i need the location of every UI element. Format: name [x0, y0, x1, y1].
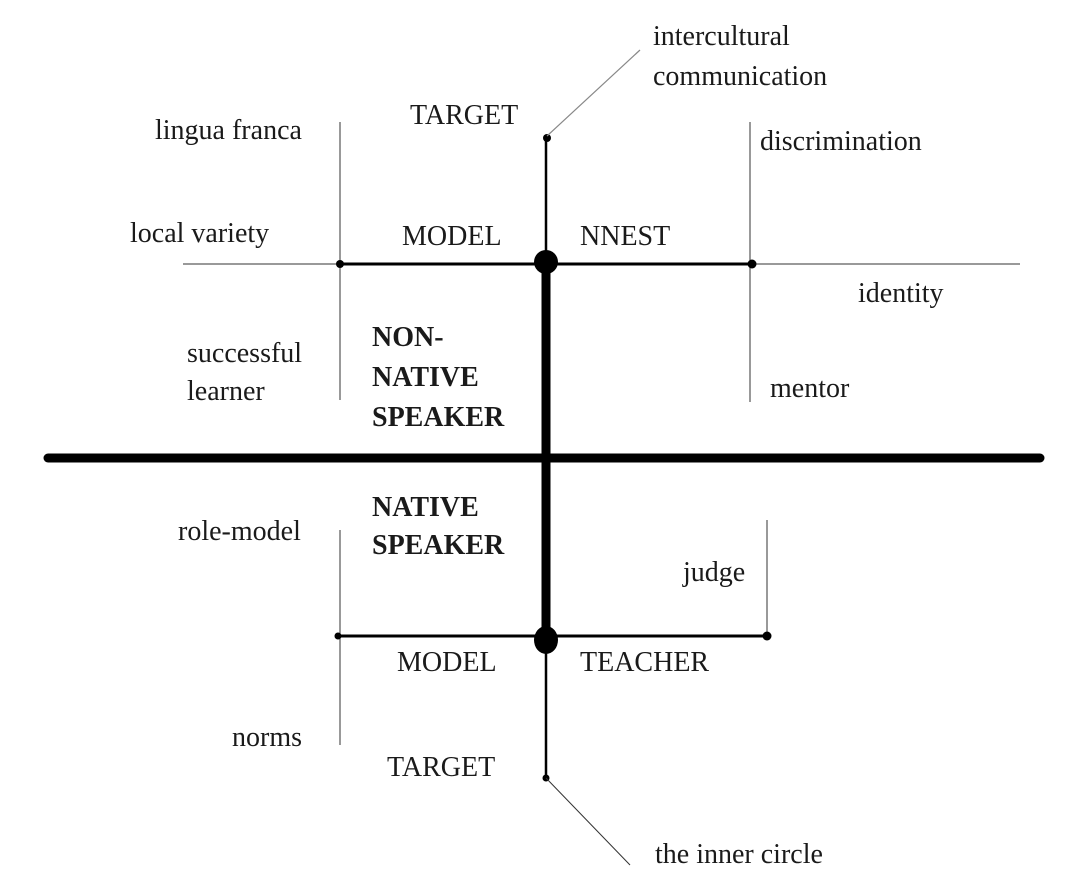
local-variety-label: local variety [130, 218, 269, 249]
lower-center-node [534, 626, 558, 654]
discrimination-label: discrimination [760, 126, 922, 157]
upper-target-node [543, 134, 551, 142]
upper-right-node [747, 259, 757, 269]
lower-left-node [334, 632, 342, 640]
lingua-franca-label: lingua franca [155, 115, 302, 146]
role-model-label: role-model [178, 516, 301, 547]
lower-target-label: TARGET [387, 752, 495, 783]
lower-right-node [762, 631, 772, 641]
non-label: NON- [372, 322, 444, 353]
non-native-label: NATIVE [372, 362, 479, 393]
judge-label: judge [682, 557, 745, 588]
nnest-label: NNEST [580, 221, 670, 252]
inner-circle-connector [545, 777, 631, 866]
intercultural-label: intercultural [653, 21, 790, 52]
norms-label: norms [232, 722, 302, 753]
upper-center-node [534, 250, 558, 274]
upper-model-label: MODEL [402, 221, 502, 252]
learner-label: learner [187, 376, 265, 407]
inner-circle-label: the inner circle [655, 839, 823, 870]
successful-label: successful [187, 338, 302, 369]
identity-label: identity [858, 278, 944, 309]
non-native-speaker-label: SPEAKER [372, 402, 505, 433]
native-label: NATIVE [372, 492, 479, 523]
lower-model-label: MODEL [397, 647, 497, 678]
communication-label: communication [653, 61, 827, 92]
upper-left-node [336, 260, 344, 268]
upper-target-label: TARGET [410, 100, 518, 131]
teacher-label: TEACHER [580, 647, 709, 678]
intercultural-connector [546, 49, 641, 137]
native-speaker-label: SPEAKER [372, 530, 505, 561]
mentor-label: mentor [770, 373, 850, 404]
